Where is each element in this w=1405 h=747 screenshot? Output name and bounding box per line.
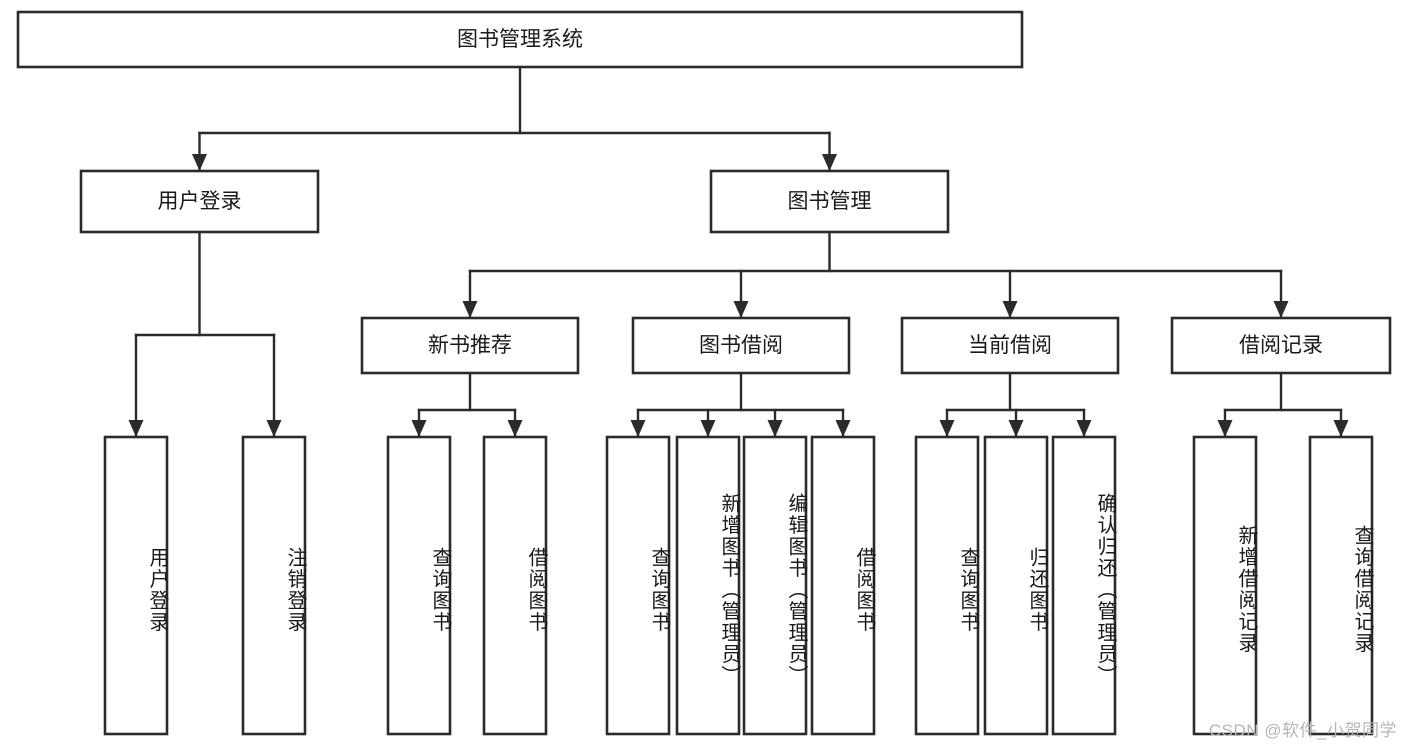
arrow-head-icon	[767, 420, 783, 437]
arrow-head-icon	[1076, 420, 1092, 437]
node-当前借阅-box[interactable]	[900, 316, 1120, 375]
node-用户登录-box[interactable]	[103, 435, 169, 736]
arrow-head-icon	[507, 420, 523, 437]
node-查询图书-box[interactable]	[605, 435, 671, 736]
node-借阅图书-box[interactable]	[482, 435, 548, 736]
arrow-head-icon	[1273, 301, 1289, 318]
node-图书管理-label: 图书管理	[788, 190, 872, 213]
node-当前借阅-label: 当前借阅	[968, 334, 1052, 357]
arrow-head-icon	[1333, 420, 1349, 437]
connectors-layer	[128, 65, 1349, 438]
node-图书管理-box[interactable]	[709, 169, 950, 234]
arrow-head-icon	[462, 301, 478, 318]
node-查询借阅记录-box[interactable]	[1308, 435, 1374, 736]
arrow-head-icon	[266, 420, 282, 437]
node-借阅记录-box[interactable]	[1170, 316, 1392, 375]
arrow-head-icon	[1002, 301, 1018, 318]
arrow-head-icon	[700, 420, 716, 437]
node-图书管理系统-box[interactable]	[16, 10, 1024, 69]
node-新增图书管理员-box[interactable]	[675, 435, 741, 736]
arrow-head-icon	[822, 154, 837, 171]
node-借阅记录-label: 借阅记录	[1239, 334, 1323, 357]
node-新书推荐-box[interactable]	[360, 316, 580, 375]
node-图书借阅-box[interactable]	[631, 316, 851, 375]
node-图书借阅-label: 图书借阅	[699, 334, 783, 357]
arrow-head-icon	[1217, 420, 1233, 437]
arrow-head-icon	[1008, 420, 1024, 437]
arrow-head-icon	[192, 154, 207, 171]
node-用户登录-box[interactable]	[79, 169, 320, 234]
arrow-head-icon	[128, 420, 144, 437]
arrow-head-icon	[630, 420, 646, 437]
node-用户登录-label: 用户登录	[158, 190, 242, 213]
node-借阅图书-box[interactable]	[810, 435, 876, 736]
arrow-head-icon	[411, 420, 427, 437]
arrow-head-icon	[835, 420, 851, 437]
node-查询图书-box[interactable]	[386, 435, 452, 736]
node-注销登录-box[interactable]	[241, 435, 307, 736]
node-图书管理系统-label: 图书管理系统	[457, 28, 583, 51]
node-确认归还管理员-box[interactable]	[1051, 435, 1117, 736]
node-编辑图书管理员-box[interactable]	[742, 435, 808, 736]
arrow-head-icon	[939, 420, 955, 437]
arrow-head-icon	[733, 301, 749, 318]
csdn-watermark: CSDN @软件_小贺同学	[1208, 721, 1397, 740]
node-查询图书-box[interactable]	[914, 435, 980, 736]
node-新书推荐-label: 新书推荐	[428, 334, 512, 357]
node-归还图书-box[interactable]	[983, 435, 1049, 736]
node-新增借阅记录-box[interactable]	[1192, 435, 1258, 736]
boxes-layer	[16, 10, 1392, 736]
